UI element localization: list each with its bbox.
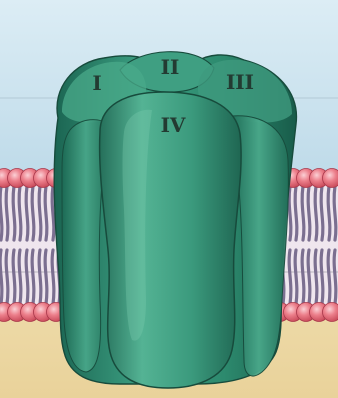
subunit-label-iii: III [226,70,254,94]
lipid-tail [295,186,297,240]
lipid-tail [32,250,34,304]
lipid-tail [52,250,54,304]
lipid-tail [289,186,291,240]
lipid-tail [308,250,310,304]
lipid-tail [19,250,21,304]
lipid-tail [13,250,15,304]
lipid-tail [39,186,41,240]
lipid-tail [45,250,47,304]
lipid-tail [52,186,54,240]
lipid-tail [6,186,8,240]
lipid-tail [13,186,15,240]
lipid-tail [321,186,323,240]
lipid-tail [315,186,317,240]
channel-protein [54,52,296,388]
lipid-tail [334,250,336,304]
lipid-head [323,169,338,188]
lipid-tail [334,186,336,240]
subunit-label-ii: II [161,55,180,79]
lipid-tail [328,250,330,304]
lipid-tail [0,250,2,304]
lipid-tail [328,186,330,240]
lipid-tail [32,186,34,240]
lipid-head [323,303,338,322]
lipid-tail [315,250,317,304]
lipid-tail [295,250,297,304]
lipid-tail [289,250,291,304]
lipid-tail [302,186,304,240]
lipid-tail [26,250,28,304]
lipid-tail [26,186,28,240]
lipid-tail [308,186,310,240]
lipid-tail [0,186,2,240]
subunit-label-i: I [92,71,101,95]
lipid-tail [39,250,41,304]
lipid-tail [45,186,47,240]
lipid-tail [19,186,21,240]
lipid-tail [302,250,304,304]
lipid-tail [321,250,323,304]
subunit-label-iv: IV [161,113,186,137]
lipid-tail [6,250,8,304]
